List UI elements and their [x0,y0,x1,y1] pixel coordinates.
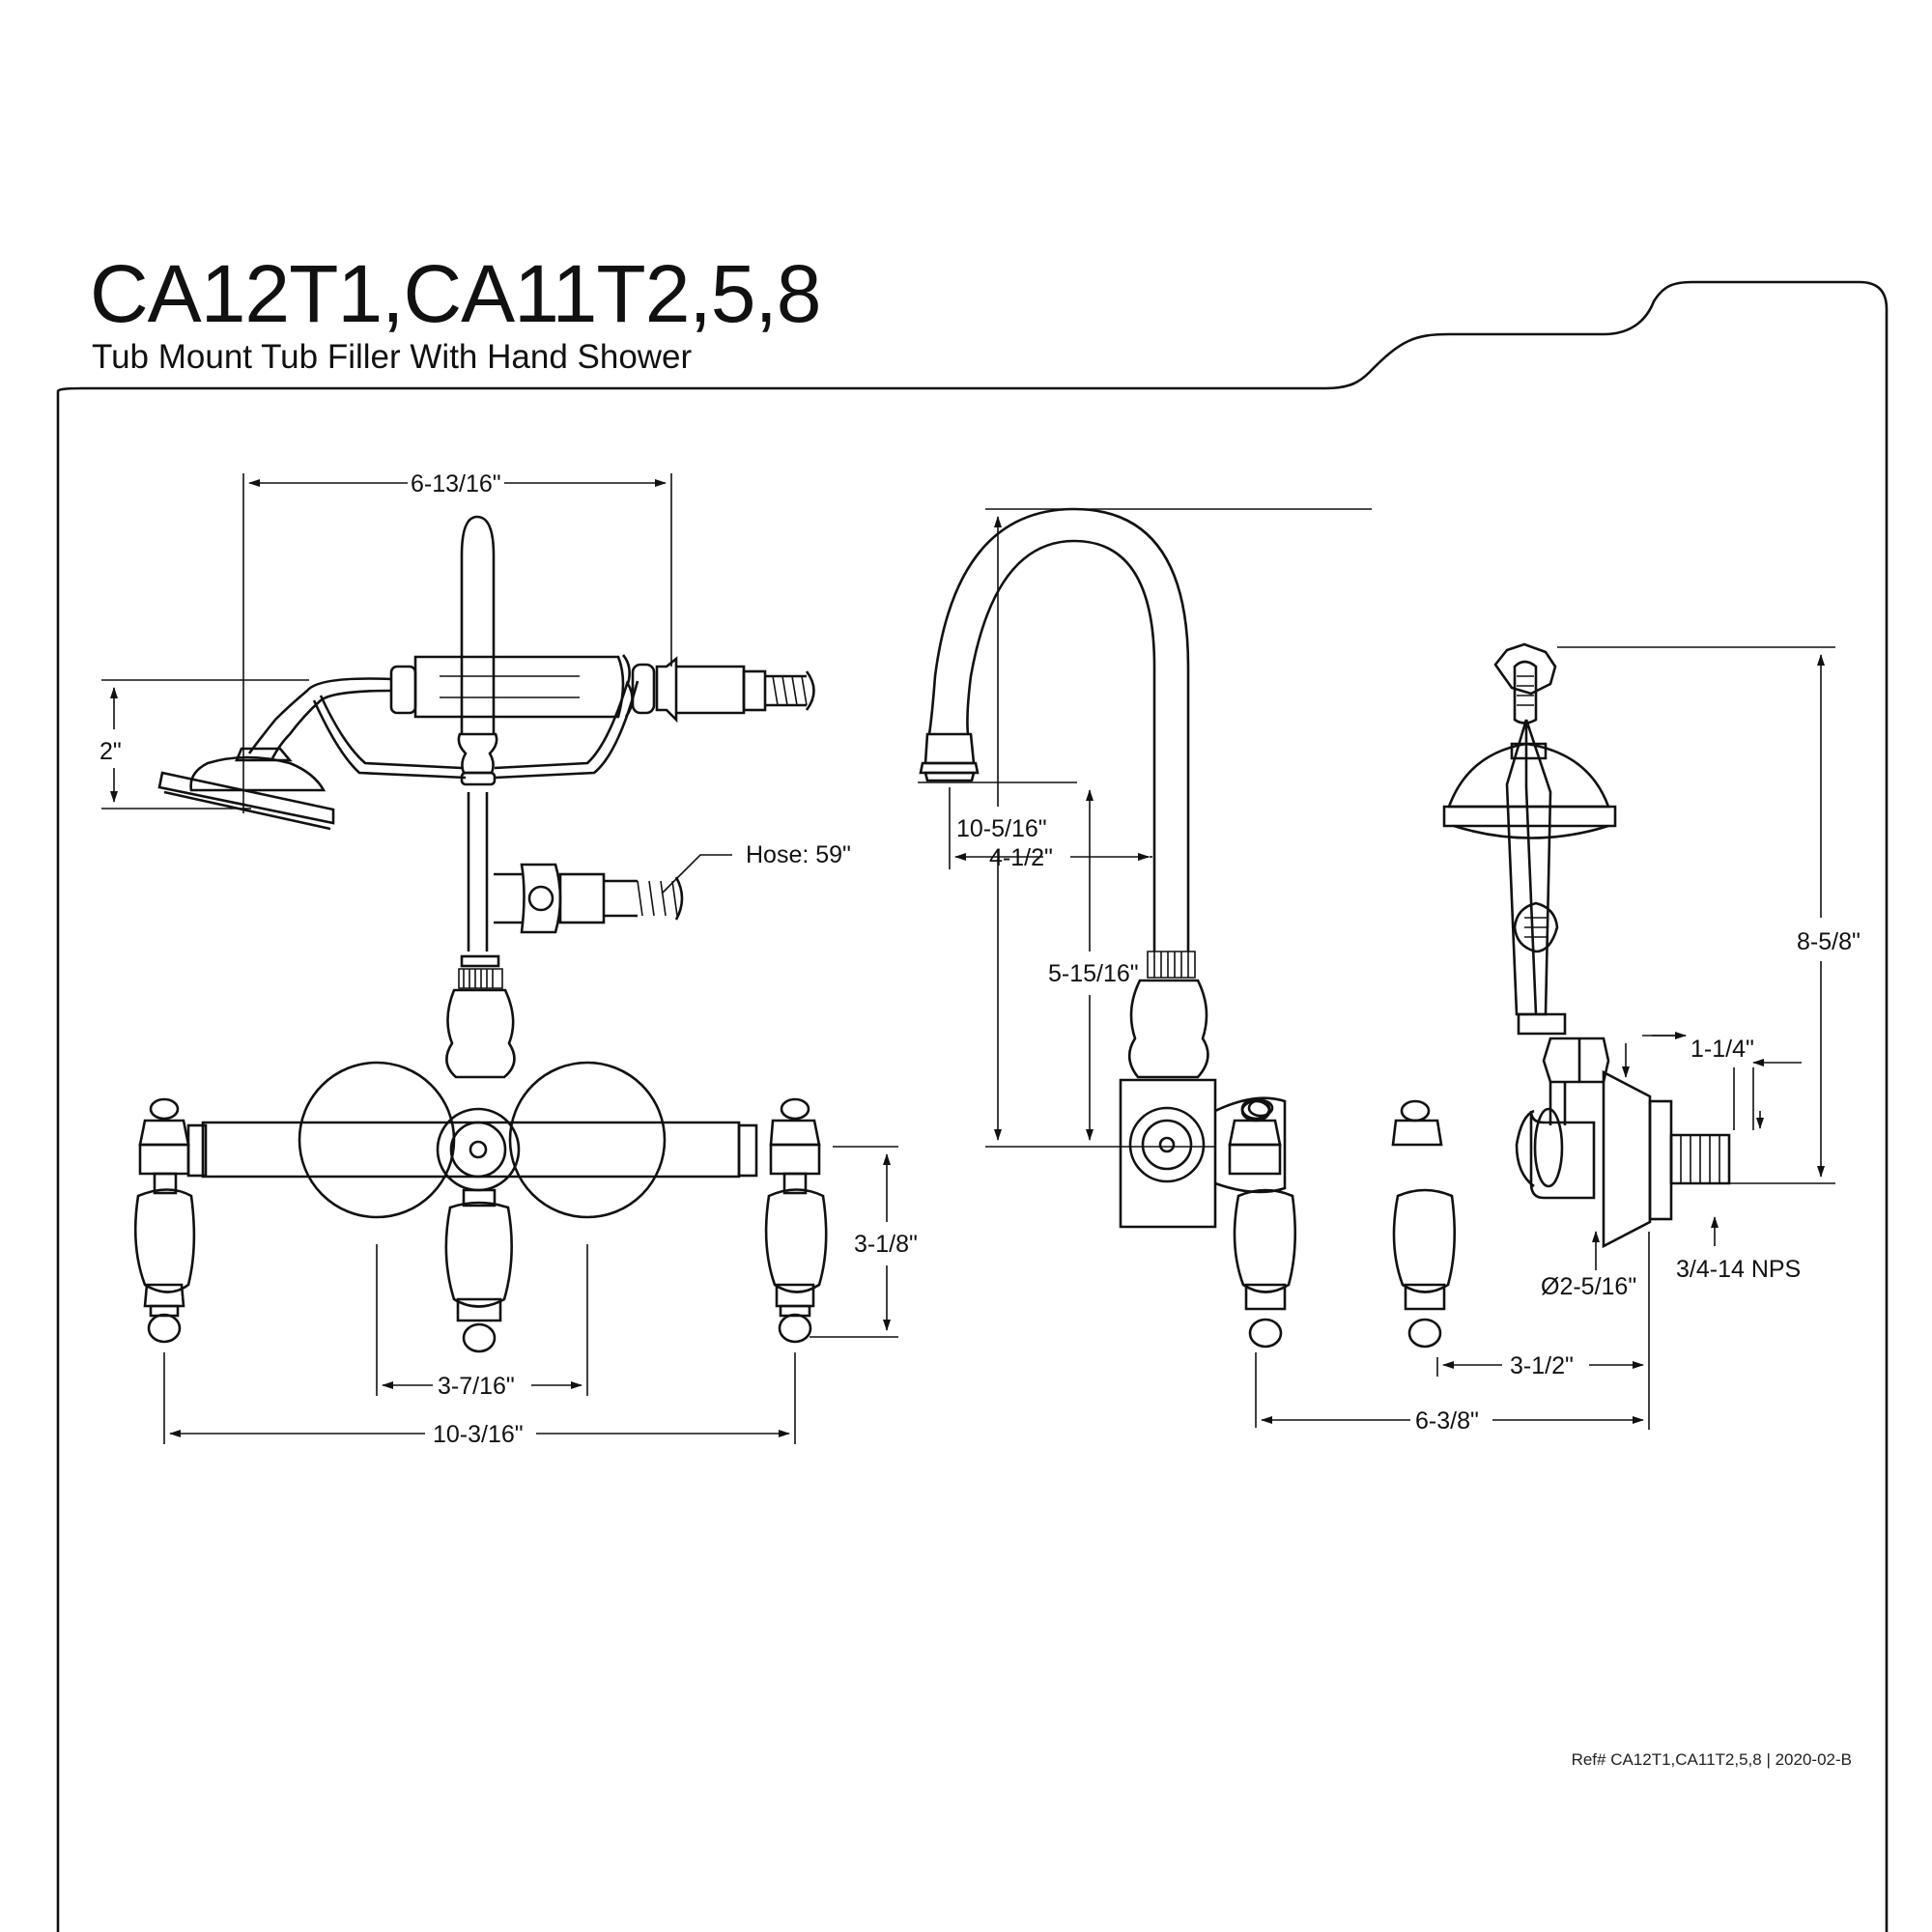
dim-spout-reach: 4-1/2" [989,844,1053,871]
dim-spout-height: 5-15/16" [1048,960,1139,987]
page-title: CA12T1,CA11T2,5,8 [90,248,822,339]
handshower-handle [389,654,815,724]
flange-right [508,1061,667,1219]
dim-flange-diameter: Ø2-5/16" [1541,1273,1636,1300]
side-view: 10-5/16" 4-1/2" 5-15/16" [918,507,1861,1435]
showerhead-front [157,677,392,831]
gooseneck-spout [966,539,1156,952]
dim-center-spacing: 3-7/16" [438,1373,515,1400]
handle-left [133,1097,196,1344]
dim-hand-shower-height: 8-5/8" [1797,928,1861,955]
handle-center [444,1188,513,1353]
dim-flange-depth: 1-1/4" [1690,1036,1754,1063]
riser-pipe [460,515,496,734]
dim-depth-to-handle: 3-1/2" [1510,1352,1574,1379]
handle-side-back [1391,1099,1457,1349]
cradle-arms [312,695,467,780]
dim-showerhead-drop: 2" [99,738,122,765]
handle-right [764,1097,828,1344]
dim-overall-depth: 6-3/8" [1415,1407,1479,1435]
front-view: 6-13/16" 2" [99,470,918,1448]
flange-left [298,1061,456,1219]
handshower-side [1442,642,1617,1125]
hose-connector [494,863,684,934]
page-subtitle: Tub Mount Tub Filler With Hand Shower [92,338,693,376]
dim-width-top: 6-13/16" [411,470,501,497]
handle-side-rear [1240,1099,1271,1122]
label-hose: Hose: 59" [746,841,851,868]
dim-overall-width: 10-3/16" [433,1421,524,1448]
label-thread: 3/4-14 NPS [1676,1256,1801,1283]
sheet-border [56,280,1889,1932]
dim-handle-height: 3-1/8" [854,1231,918,1258]
valve-body-side [1119,1078,1217,1229]
dim-overall-height: 10-5/16" [956,815,1047,842]
wall-flange-side [1515,1069,1731,1249]
reference-note: Ref# CA12T1,CA11T2,5,8 | 2020-02-B [1571,1750,1852,1769]
handle-side-front [1233,1098,1297,1349]
